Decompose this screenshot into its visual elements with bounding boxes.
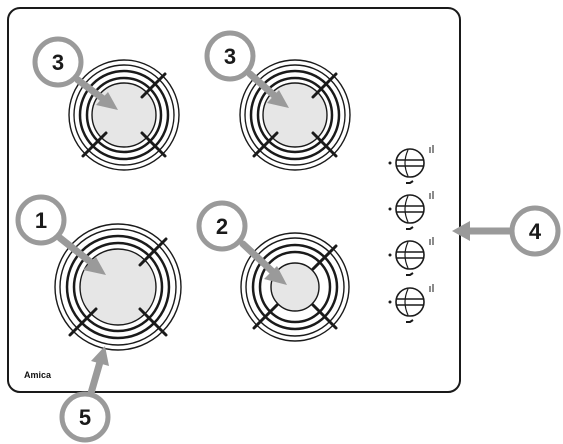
brand-label: Amica bbox=[24, 370, 52, 380]
control-knob[interactable] bbox=[388, 145, 434, 184]
svg-text:4: 4 bbox=[529, 219, 542, 244]
callout-badge-3b: 3 bbox=[204, 30, 256, 82]
callout-arrow-3b bbox=[246, 70, 280, 101]
svg-text:5: 5 bbox=[79, 405, 91, 430]
pan-support bbox=[252, 244, 338, 330]
callout-badge-1: 1 bbox=[15, 194, 67, 246]
pan-support bbox=[252, 72, 338, 158]
burner-bottom-left bbox=[54, 223, 182, 351]
burner-bottom-right bbox=[240, 232, 350, 342]
pan-support bbox=[81, 72, 167, 158]
svg-text:1: 1 bbox=[35, 208, 47, 233]
control-knob[interactable] bbox=[388, 284, 434, 323]
control-knob[interactable] bbox=[388, 191, 434, 230]
callout-arrow-3a bbox=[74, 76, 110, 105]
svg-text:3: 3 bbox=[52, 50, 64, 75]
callout-badge-3a: 3 bbox=[32, 36, 84, 88]
burner-cap bbox=[270, 262, 320, 312]
control-knob[interactable] bbox=[388, 237, 434, 276]
callout-badge-4: 4 bbox=[509, 205, 561, 257]
callout-badge-2: 2 bbox=[196, 200, 248, 252]
callout-arrowheads bbox=[83, 90, 470, 366]
control-knobs bbox=[388, 145, 434, 323]
callout-badge-5: 5 bbox=[59, 391, 111, 443]
svg-text:3: 3 bbox=[224, 44, 236, 69]
pan-support bbox=[68, 237, 168, 337]
svg-text:2: 2 bbox=[216, 214, 228, 239]
callout-arrow-1 bbox=[56, 234, 97, 268]
callout-arrow-2 bbox=[239, 240, 277, 276]
